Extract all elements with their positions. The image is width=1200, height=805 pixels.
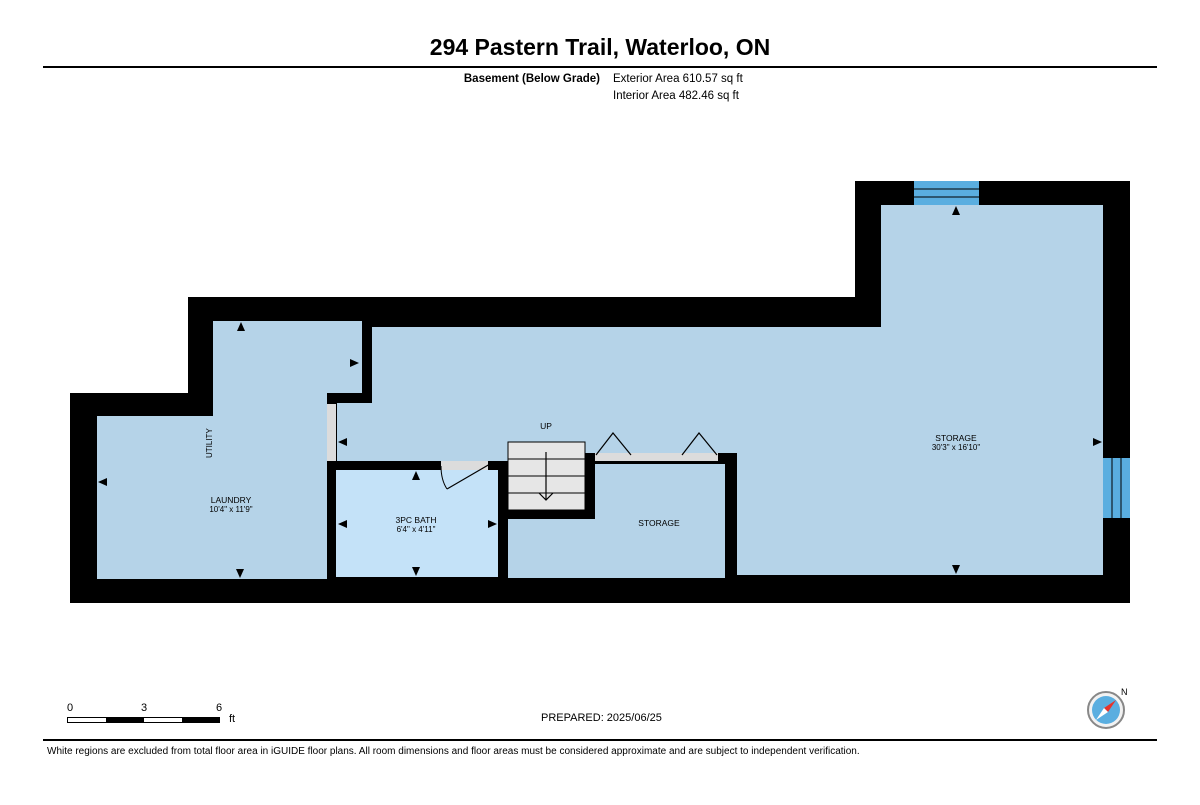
storage-small-label: STORAGE — [638, 518, 680, 528]
wall-storage-top-post — [718, 453, 737, 462]
scale-bar — [67, 717, 220, 723]
window-right — [1103, 458, 1130, 518]
floor-name: Basement (Below Grade) — [463, 73, 600, 85]
wall-utility-right — [362, 321, 372, 403]
laundry-dims: 10'4" x 11'9" — [209, 505, 252, 514]
page-title: 294 Pastern Trail, Waterloo, ON — [429, 34, 771, 60]
stairs-label: UP — [540, 421, 552, 431]
doorway-bath — [441, 461, 488, 470]
laundry-label: LAUNDRY — [211, 495, 252, 505]
bath-label: 3PC BATH — [396, 515, 437, 525]
bath-door-leaf — [446, 463, 491, 490]
laundry-room — [97, 321, 362, 579]
wall-bath-left — [327, 461, 336, 581]
bath-room — [336, 470, 498, 577]
wall-storage-right — [725, 453, 737, 581]
scale-tick-3: 3 — [141, 702, 148, 714]
closet-door-track — [595, 453, 718, 461]
compass-icon: N — [1087, 687, 1128, 729]
wall-stair-right — [585, 453, 595, 519]
bifold-door-right — [681, 432, 718, 456]
scale-tick-6: 6 — [216, 702, 223, 714]
scale-segment — [106, 718, 144, 722]
compass-north-label: N — [1121, 687, 1128, 697]
prepared-date: PREPARED: 2025/06/25 — [541, 712, 662, 724]
wall-bath-right — [498, 461, 508, 581]
bath-dims: 6'4" x 4'11" — [397, 525, 436, 534]
dimension-arrows — [98, 206, 1102, 578]
bath-door-swing — [440, 465, 448, 490]
scale-unit: ft — [229, 713, 236, 725]
window-top — [914, 181, 979, 205]
header-rule — [43, 66, 1157, 68]
disclaimer: White regions are excluded from total fl… — [47, 746, 860, 757]
footer-rule — [43, 739, 1157, 741]
wall-bath-top — [327, 461, 441, 470]
wall-stair-bottom — [498, 510, 595, 519]
exterior-area: Exterior Area 610.57 sq ft — [613, 73, 743, 85]
interior-area: Interior Area 482.46 sq ft — [613, 90, 739, 102]
scale-segment — [182, 718, 220, 722]
stair-arrow — [538, 452, 554, 501]
storage-main-dims: 30'3" x 16'10" — [932, 443, 980, 452]
doorway-utility — [327, 404, 336, 461]
bifold-door-left — [595, 432, 632, 456]
storage-main-label: STORAGE — [935, 433, 977, 443]
scale-tick-0: 0 — [67, 702, 74, 714]
utility-label: UTILITY — [205, 428, 214, 458]
